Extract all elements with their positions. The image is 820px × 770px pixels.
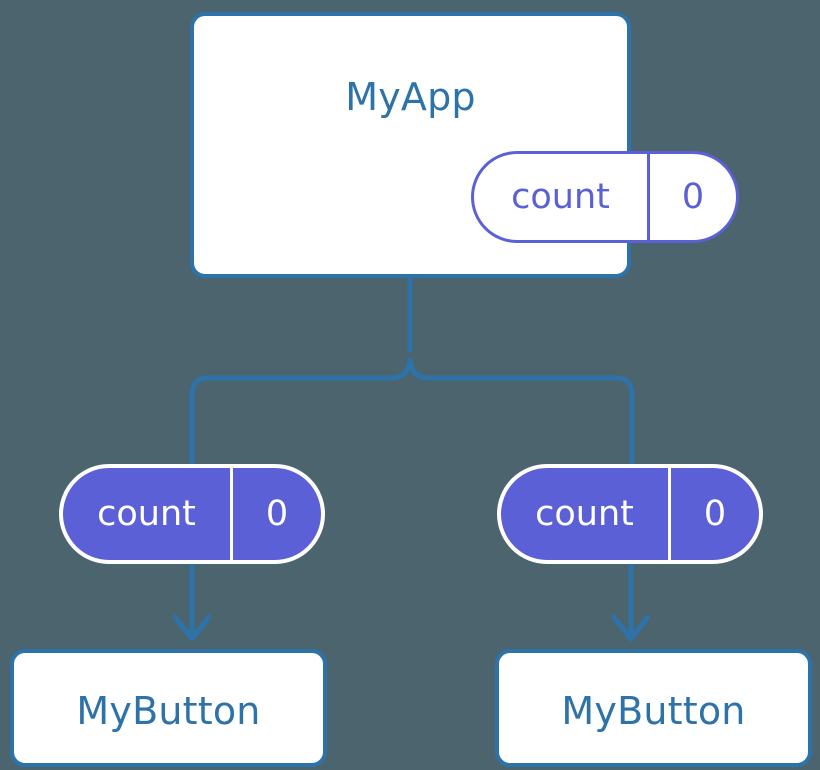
state-pill-child-right[interactable]: count 0 [497, 464, 763, 564]
state-pill-myapp[interactable]: count 0 [471, 151, 739, 243]
arrow-head-left-icon [172, 614, 212, 642]
state-pill-child-left[interactable]: count 0 [59, 464, 325, 564]
state-key: count [501, 468, 671, 560]
arrow-head-right-icon [611, 614, 651, 642]
branch-lines [189, 357, 635, 465]
component-label-myapp: MyApp [345, 75, 476, 119]
component-label-mybutton-left: MyButton [76, 689, 261, 733]
component-label-mybutton-right: MyButton [561, 689, 746, 733]
state-key: count [474, 154, 650, 240]
component-node-mybutton-left[interactable]: MyButton [10, 649, 327, 767]
state-key: count [63, 468, 233, 560]
component-node-mybutton-right[interactable]: MyButton [495, 649, 812, 767]
state-value: 0 [265, 493, 289, 534]
state-value: 0 [703, 493, 727, 534]
component-node-myapp[interactable]: MyApp count 0 [190, 12, 739, 278]
state-value: 0 [681, 176, 705, 217]
